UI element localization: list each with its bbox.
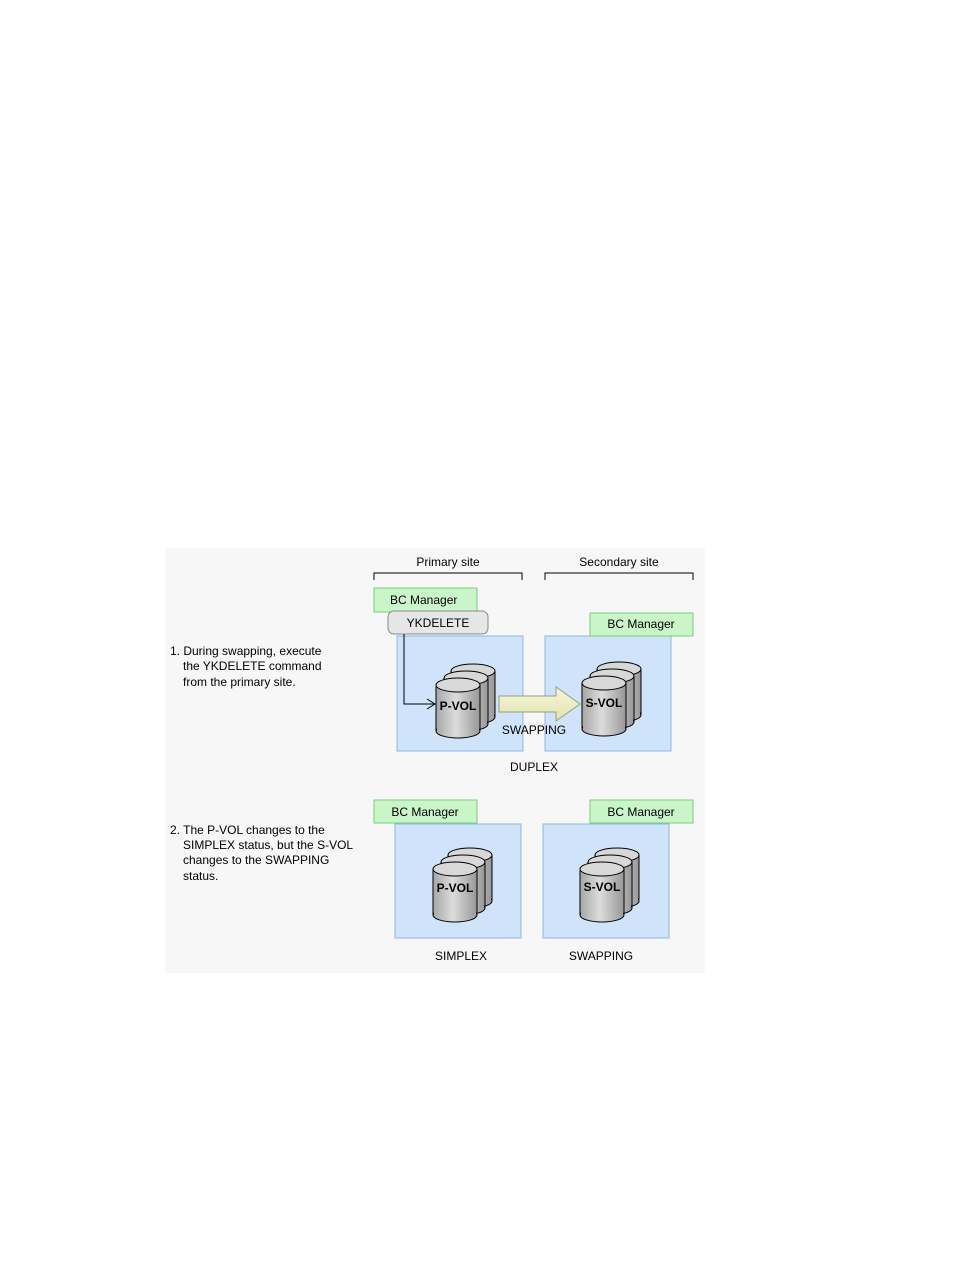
swapping-arrow-label: SWAPPING: [502, 723, 566, 737]
step1-primary-bc-manager-label: BC Manager: [390, 593, 457, 607]
primary-site-label: Primary site: [416, 555, 480, 569]
step2-secondary-bc-manager: BC Manager: [590, 800, 693, 823]
step2-primary-bc-manager: BC Manager: [374, 800, 477, 823]
step1-secondary-bc-manager-label: BC Manager: [607, 617, 674, 631]
step1-pvol-label: P-VOL: [440, 699, 477, 713]
step2-pvol-label: P-VOL: [437, 881, 474, 895]
step1-secondary-bc-manager: BC Manager: [590, 613, 693, 636]
step1-primary-bc-manager: BC Manager: [374, 588, 477, 612]
ykdelete-command: YKDELETE: [388, 611, 488, 634]
secondary-site-label: Secondary site: [579, 555, 659, 569]
swapping-status: SWAPPING: [569, 949, 633, 963]
ykdelete-command-label: YKDELETE: [407, 616, 470, 630]
step2-svol-label: S-VOL: [584, 880, 621, 894]
duplex-status: DUPLEX: [510, 760, 558, 774]
simplex-status: SIMPLEX: [435, 949, 487, 963]
step2-primary-bc-manager-label: BC Manager: [391, 805, 458, 819]
step2-secondary-bc-manager-label: BC Manager: [607, 805, 674, 819]
step1-svol-label: S-VOL: [586, 696, 623, 710]
